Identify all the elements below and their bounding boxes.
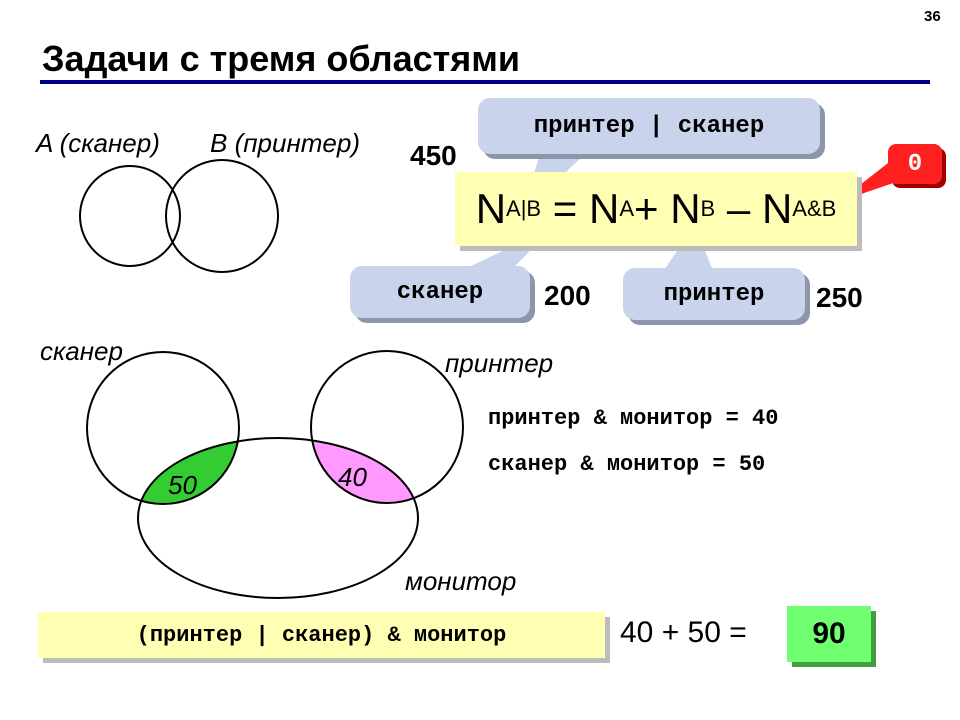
label-b-printer: B (принтер) — [210, 128, 360, 158]
formula-plus: + — [634, 185, 671, 232]
total-value: 450 — [410, 140, 457, 171]
sum-text: 40 + 50 = — [620, 616, 747, 649]
callout-printer-or-scanner: принтер | сканер — [478, 98, 820, 154]
printer-value: 250 — [816, 282, 863, 313]
ellipse-monitor — [137, 437, 419, 599]
zero-badge: 0 — [888, 144, 942, 184]
scanner-monitor-region — [138, 438, 239, 504]
expression-box: (принтер | сканер) & монитор — [38, 612, 605, 658]
slide-number: 36 — [924, 8, 941, 25]
title-underline — [40, 80, 930, 84]
label-scanner: сканер — [40, 336, 123, 366]
formula-sub-ab: A|B — [506, 196, 542, 221]
label-printer: принтер — [445, 348, 554, 378]
answer-box: 90 — [787, 606, 871, 662]
callout-printer-pointer — [660, 225, 715, 276]
callout-scanner: сканер — [350, 266, 530, 318]
label-monitor: монитор — [405, 566, 517, 596]
circle-b — [165, 159, 279, 273]
formula-n4: N — [761, 185, 793, 232]
formula-n2: N — [588, 185, 620, 232]
circle-printer — [310, 350, 464, 504]
scanner-value: 200 — [544, 280, 591, 311]
circle-scanner — [86, 351, 240, 505]
formula-sub-a: A — [619, 196, 634, 221]
fact-scanner-monitor: сканер & монитор = 50 — [488, 452, 766, 477]
formula-minus: – — [715, 185, 762, 232]
fact-printer-monitor: принтер & монитор = 40 — [488, 406, 779, 431]
page-title: Задачи с тремя областями — [42, 38, 521, 79]
value-scanner-monitor: 50 — [168, 470, 197, 500]
formula-sub-and: A&B — [792, 196, 837, 221]
formula-sub-b: B — [700, 196, 716, 221]
circle-a — [79, 165, 181, 267]
printer-monitor-region — [311, 438, 418, 503]
label-a-scanner: A (сканер) — [36, 128, 160, 158]
formula-n3: N — [670, 185, 701, 232]
value-printer-monitor: 40 — [338, 462, 367, 492]
formula-eq: = — [541, 185, 589, 232]
formula-n1: N — [475, 185, 507, 232]
callout-printer: принтер — [623, 268, 805, 320]
